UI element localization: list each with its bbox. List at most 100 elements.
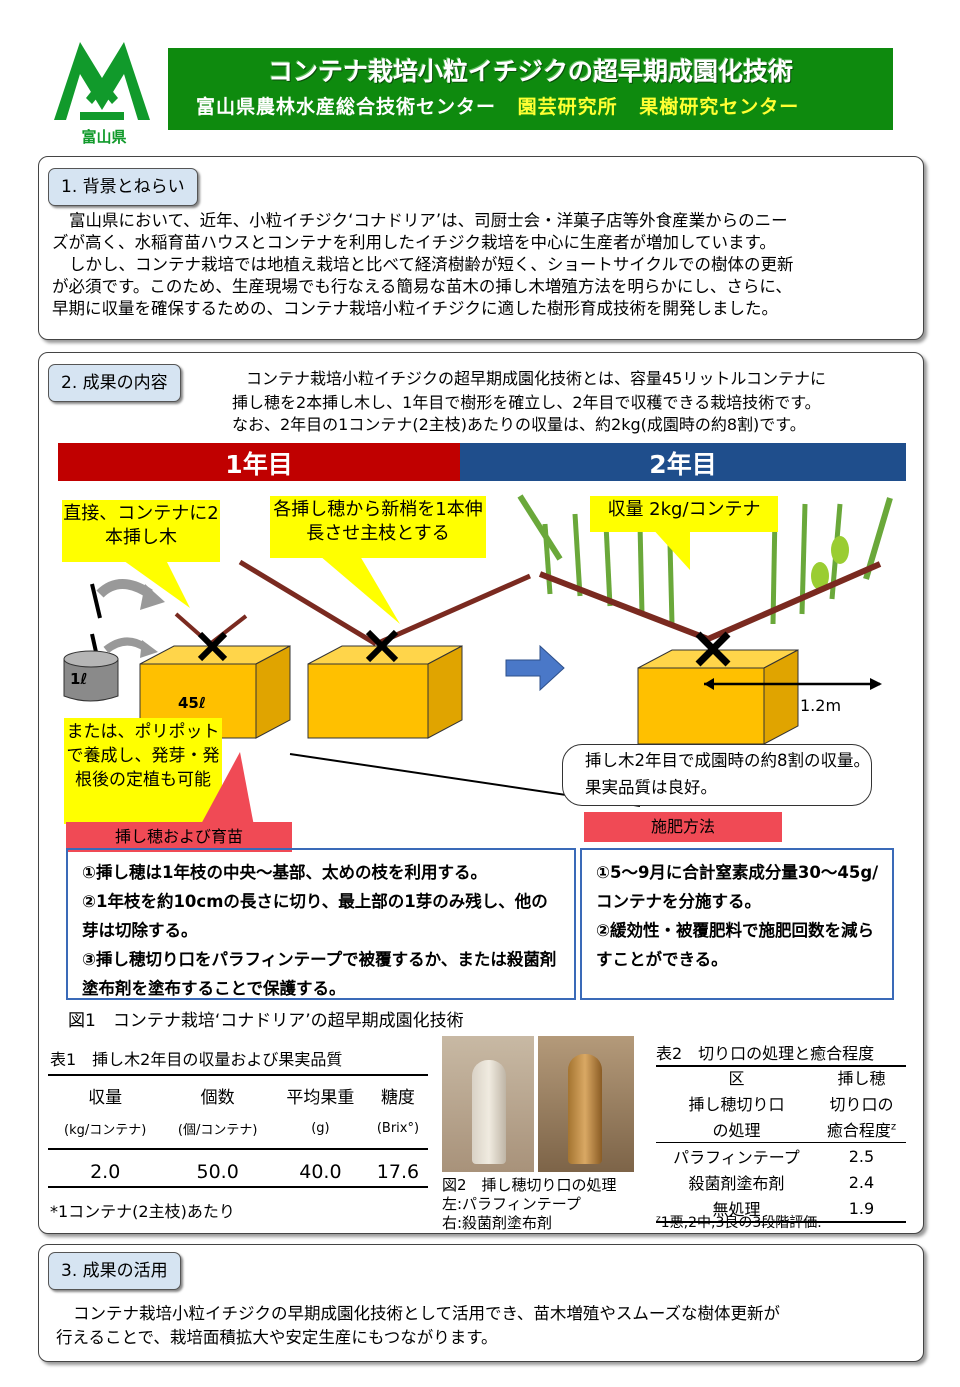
- table-row: (kg/コンテナ) (個/コンテナ) (g) (Brix°): [48, 1109, 428, 1149]
- org-sub1: 園芸研究所: [517, 96, 618, 118]
- table-header: 糖度: [380, 1088, 415, 1108]
- section1-line: ズが高く、水稲育苗ハウスとコンテナを利用したイチジク栽培を中心に生産者が増加して…: [52, 233, 776, 252]
- callout-pot: または、ポリポットで養成し、発芽・発根後の定植も可能: [64, 718, 222, 824]
- logo-label: 富山県: [81, 128, 127, 146]
- main-branch-left: [538, 571, 710, 642]
- cut-mark-icon: [695, 631, 731, 667]
- table-row: の処理 癒合程度z: [656, 1116, 906, 1143]
- org-sub2: 果樹研究センター: [639, 96, 800, 118]
- mountain-logo-icon: [54, 42, 150, 120]
- header-banner: コンテナ栽培小粒イチジクの超早期成園化技術 富山県農林水産総合技術センター 園芸…: [168, 48, 893, 130]
- section3-line: コンテナ栽培小粒イチジクの早期成園化技術として活用でき、苗木増殖やスムーズな樹体…: [73, 1304, 781, 1323]
- organization-line: 富山県農林水産総合技術センター 園芸研究所 果樹研究センター: [196, 92, 799, 119]
- superscript: z: [656, 1214, 661, 1225]
- section1-line: 富山県において、近年、小粒イチジク‘コナドリア’は、司厨士会・洋菓子店等外食産業…: [69, 211, 788, 230]
- section2-tab: 2. 成果の内容: [48, 364, 181, 402]
- photo-fungicide: [538, 1036, 634, 1172]
- year1-branch-right: [374, 573, 532, 647]
- table-header: 癒合程度z: [816, 1116, 906, 1143]
- container-icon: [307, 645, 463, 739]
- curved-arrow-icon: [103, 637, 149, 654]
- table1-note: *1コンテナ(2主枝)あたり: [50, 1202, 235, 1221]
- section1-body: 富山県において、近年、小粒イチジク‘コナドリア’は、司厨士会・洋菓子店等外食産業…: [52, 210, 912, 320]
- cut-mark-icon: [365, 629, 399, 663]
- table-cell: 2.5: [816, 1142, 906, 1169]
- cutting-box: ①挿し穂は1年枝の中央～基部、太めの枝を利用する。 ②1年枝を約10cmの長さに…: [66, 848, 576, 1000]
- table-row: 収量 個数 平均果重 糖度: [48, 1082, 428, 1109]
- pot-label: 1ℓ: [70, 670, 88, 688]
- callout-pointer: [320, 556, 400, 624]
- container-icon: [637, 649, 799, 745]
- section-application: [38, 1244, 924, 1362]
- intro-line: なお、2年目の1コンテナ(2主枝)あたりの収量は、約2kg(成園時の約8割)です…: [232, 415, 806, 434]
- table1-rule-bottom: [48, 1186, 428, 1188]
- section1-tab: 1. 背景とねらい: [48, 168, 198, 206]
- table-header: 挿し穂: [837, 1069, 886, 1088]
- table-header: 切り口の: [829, 1095, 894, 1114]
- arrow-right-icon: [505, 644, 565, 692]
- table-row: 無処理 1.9: [656, 1195, 906, 1223]
- header-text: 癒合程度: [826, 1121, 891, 1140]
- year1-bar: 1年目: [58, 443, 460, 481]
- caption-line: 右:殺菌剤塗布剤: [442, 1214, 553, 1232]
- callout-direct: 直接、コンテナに2本挿し木: [62, 500, 220, 562]
- intro-line: 挿し穂を2本挿し木し、1年目で樹形を確立し、2年目で収穫できる栽培技術です。: [232, 393, 821, 412]
- table-cell: 無処理: [656, 1195, 817, 1223]
- table2-title: 表2 切り口の処理と癒合程度: [656, 1040, 906, 1067]
- superscript: z: [890, 1121, 897, 1133]
- fert-item: ①5～9月に合計窒素成分量30～45g/コンテナを分施する。: [596, 863, 879, 911]
- photo-paraffin: [442, 1036, 534, 1172]
- table-header: 収量: [88, 1088, 123, 1108]
- callout-pointer: [650, 526, 690, 570]
- pot-icon: [63, 583, 119, 702]
- note-text: 1悪,2中,3良の3段階評価.: [660, 1215, 822, 1231]
- table-unit: (個/コンテナ): [177, 1123, 258, 1138]
- width-label: 1.2m: [800, 696, 842, 715]
- container-icon: [139, 645, 291, 739]
- intro-line: コンテナ栽培小粒イチジクの超早期成園化技術とは、容量45リットルコンテナに: [246, 369, 827, 388]
- year2-label: 2年目: [649, 450, 717, 479]
- table-header: 挿し穂切り口: [688, 1095, 785, 1114]
- main-branch-right: [706, 561, 882, 642]
- cutting-item: ①挿し穂は1年枝の中央～基部、太めの枝を利用する。: [82, 863, 487, 882]
- container-label: 45ℓ: [178, 694, 206, 712]
- table2: 区 挿し穂 挿し穂切り口 切り口の の処理 癒合程度z パラフィンテープ 2.5…: [656, 1064, 906, 1223]
- section1-line: が必須です。このため、生産現場でも行なえる簡易な苗木の挿し木増殖方法を明らかにし…: [52, 277, 792, 296]
- table-row: 殺菌剤塗布剤 2.4: [656, 1169, 906, 1195]
- cut-mark-icon: [197, 631, 228, 662]
- cutting-item: ②1年枝を約10cmの長さに切り、最上部の1芽のみ残し、他の芽は切除する。: [82, 892, 548, 940]
- cutting-item: ③挿し穂切り口をパラフィンテープで被覆するか、または殺菌剤塗布剤を塗布することで…: [82, 950, 557, 998]
- section1-line: しかし、コンテナ栽培では地植え栽培と比べて経済樹齢が短く、ショートサイクルでの樹…: [69, 255, 794, 274]
- callout-yield: 収量 2kg/コンテナ: [590, 496, 778, 532]
- section3-tab: 3. 成果の活用: [48, 1252, 181, 1290]
- section2-intro: コンテナ栽培小粒イチジクの超早期成園化技術とは、容量45リットルコンテナに: [246, 368, 916, 390]
- table-row: 2.0 50.0 40.0 17.6: [48, 1148, 428, 1193]
- table2-note: z1悪,2中,3良の3段階評価.: [656, 1212, 822, 1232]
- red-pointer: [200, 752, 254, 826]
- table1: 収量 個数 平均果重 糖度 (kg/コンテナ) (個/コンテナ) (g) (Br…: [48, 1082, 428, 1193]
- callout-pointer: [120, 558, 190, 608]
- tab-fertilizer: 施肥方法: [584, 812, 782, 842]
- figure2-caption: 図2 挿し穂切り口の処理 左:パラフィンテープ 右:殺菌剤塗布剤: [442, 1176, 617, 1233]
- fruiting-shoots-icon: [517, 494, 893, 625]
- page-title: コンテナ栽培小粒イチジクの超早期成園化技術: [267, 57, 793, 86]
- table-header: 個数: [200, 1088, 235, 1108]
- year2-bar: 2年目: [460, 443, 906, 481]
- section3-line: 行えることで、栽培面積拡大や安定生産にもつながります。: [56, 1328, 498, 1347]
- table-row: 区 挿し穂: [656, 1064, 906, 1090]
- table-header: の処理: [712, 1121, 761, 1140]
- tab-cutting: 挿し穂および育苗: [66, 822, 292, 852]
- fert-item: ②緩効性・被覆肥料で施肥回数を減らすことができる。: [596, 921, 874, 969]
- table-unit: (kg/コンテナ): [64, 1123, 147, 1138]
- table-row: パラフィンテープ 2.5: [656, 1142, 906, 1169]
- table-header: 平均果重: [286, 1088, 355, 1108]
- section2-intro-cont: 挿し穂を2本挿し木し、1年目で樹形を確立し、2年目で収穫できる栽培技術です。 な…: [232, 392, 912, 436]
- year1-label: 1年目: [225, 450, 293, 479]
- table-cell: 1.9: [816, 1195, 906, 1223]
- table-header: 区: [728, 1069, 745, 1088]
- table-cell: 40.0: [272, 1148, 368, 1193]
- table-cell: 殺菌剤塗布剤: [688, 1174, 785, 1193]
- note-bubble: 挿し木2年目で成園時の約8割の収量。果実品質は良好。: [562, 744, 872, 806]
- table-cell: 2.4: [848, 1172, 875, 1192]
- year1-branch-left: [238, 559, 378, 647]
